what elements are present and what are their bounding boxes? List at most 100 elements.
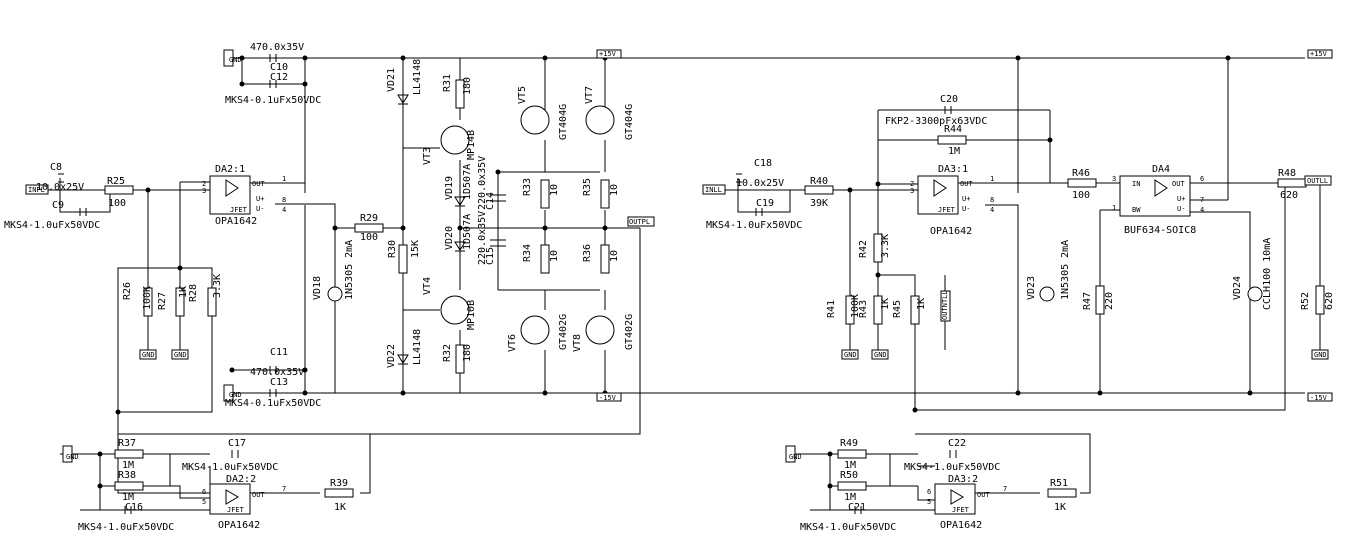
gnd-label-servo-right: GND — [789, 453, 802, 461]
da32-ref-label: DA3:2 — [948, 474, 978, 485]
vt7-value-label: GT404G — [624, 104, 635, 140]
r38-ref-label: R38 — [118, 470, 136, 481]
r29-value-label: 100 — [360, 232, 378, 243]
pin: 2 — [202, 180, 206, 188]
r44-value-label: 1M — [948, 146, 960, 157]
pin: 3 — [202, 187, 206, 195]
c11-ref-label: C11 — [270, 347, 288, 358]
c17-value-label: MKS4-1.0uFx50VDC — [182, 462, 278, 473]
da21-up: U+ — [256, 195, 264, 203]
vd18-ref-label: VD18 — [312, 276, 323, 300]
r47-ref-label: R47 — [1082, 292, 1093, 310]
r50-value-label: 1M — [844, 492, 856, 503]
r39-value-label: 1K — [334, 502, 346, 513]
c9-ref-label: C9 — [52, 200, 64, 211]
da21-ref-label: DA2:1 — [215, 164, 245, 175]
pin: 5 — [927, 498, 931, 506]
vt5-ref-label: VT5 — [517, 86, 528, 104]
da4-um: U- — [1177, 205, 1185, 213]
c22-value-label: MKS4-1.0uFx50VDC — [904, 462, 1000, 473]
c22-ref-label: C22 — [948, 438, 966, 449]
da21-um: U- — [256, 205, 264, 213]
r41-ref-label: R41 — [826, 300, 837, 318]
vt6-value-label: GT402G — [558, 314, 569, 350]
vt7-ref-label: VT7 — [584, 86, 595, 104]
vd19-value-label: 1D507A — [462, 164, 473, 200]
da31-um: U- — [962, 205, 970, 213]
vd23-ref-label: VD23 — [1026, 276, 1037, 300]
io-outpl: OUTPL — [629, 218, 650, 226]
pin: 4 — [282, 206, 286, 214]
da4-value-label: BUF634-SOIC8 — [1124, 225, 1196, 236]
c14-value-label: 220.0x35V — [477, 156, 488, 210]
da22-ref-label: DA2:2 — [226, 474, 256, 485]
r31-value-label: 180 — [462, 77, 473, 95]
r52-ref-label: R52 — [1300, 292, 1311, 310]
r44-ref-label: R44 — [944, 124, 962, 135]
pin: 3 — [910, 187, 914, 195]
pin: 8 — [990, 196, 994, 204]
da4-ref-label: DA4 — [1152, 164, 1170, 175]
r33-value-label: 10 — [549, 184, 560, 196]
r42-value-label: 3.3K — [880, 234, 891, 258]
da4-bw: BW — [1132, 206, 1141, 214]
da22-jfet: JFET — [227, 506, 245, 514]
c14-ref-label: C14 — [485, 192, 496, 210]
gnd-label-r26: GND — [142, 351, 155, 359]
rail-pos-right: +15V — [1310, 50, 1328, 58]
r29-ref-label: R29 — [360, 213, 378, 224]
r41-value-label: 100K — [850, 294, 861, 318]
gnd-label-top: GND — [229, 56, 242, 64]
r34-value-label: 10 — [549, 250, 560, 262]
c15-ref-label: C15 — [485, 247, 496, 265]
vd20-value-label: 1D507A — [462, 214, 473, 250]
gnd-label-r52: GND — [1314, 351, 1327, 359]
da31-out: OUT — [960, 180, 973, 188]
c12-ref-label: C12 — [270, 72, 288, 83]
r38-value-label: 1M — [122, 492, 134, 503]
vt4-value-label: MP10B — [466, 300, 477, 330]
r35-value-label: 10 — [609, 184, 620, 196]
r25-value-label: 100 — [108, 198, 126, 209]
r48-ref-label: R48 — [1278, 168, 1296, 179]
da31-ref-label: DA3:1 — [938, 164, 968, 175]
da21-value-label: OPA1642 — [215, 216, 257, 227]
gnd-label-r27: GND — [174, 351, 187, 359]
r27-value-label: 1K — [178, 286, 189, 298]
pin: 5 — [202, 498, 206, 506]
pin: 1 — [990, 175, 994, 183]
pin: 7 — [1003, 485, 1007, 493]
vt4-ref-label: VT4 — [422, 277, 433, 295]
vt8-value-label: GT402G — [624, 314, 635, 350]
component-bodies — [25, 49, 1333, 515]
r46-ref-label: R46 — [1072, 168, 1090, 179]
vd20-ref-label: VD20 — [444, 226, 455, 250]
vd21-value-label: LL4148 — [412, 59, 423, 95]
da22-out: OUT — [252, 491, 265, 499]
r37-ref-label: R37 — [118, 438, 136, 449]
r32-ref-label: R32 — [442, 344, 453, 362]
vd22-ref-label: VD22 — [386, 344, 397, 368]
da31-jfet: JFET — [938, 206, 956, 214]
r48-value-label: 620 — [1280, 190, 1298, 201]
pin: 1 — [282, 175, 286, 183]
da21-out: OUT — [252, 180, 265, 188]
r26-ref-label: R26 — [122, 282, 133, 300]
r52-value-label: 620 — [1324, 292, 1335, 310]
pin: 1 — [1112, 204, 1116, 212]
r51-ref-label: R51 — [1050, 478, 1068, 489]
r27-ref-label: R27 — [157, 292, 168, 310]
c12-value-label: MKS4-0.1uFx50VDC — [225, 95, 321, 106]
r47-value-label: 220 — [1104, 292, 1115, 310]
r50-ref-label: R50 — [840, 470, 858, 481]
r32-value-label: 180 — [462, 344, 473, 362]
vt5-value-label: GT404G — [558, 104, 569, 140]
da31-value-label: OPA1642 — [930, 226, 972, 237]
c8-ref-label: C8 — [50, 162, 62, 173]
da4-out: OUT — [1172, 180, 1185, 188]
r42-ref-label: R42 — [858, 240, 869, 258]
pin: 8 — [282, 196, 286, 204]
r35-ref-label: R35 — [582, 178, 593, 196]
c17-ref-label: C17 — [228, 438, 246, 449]
